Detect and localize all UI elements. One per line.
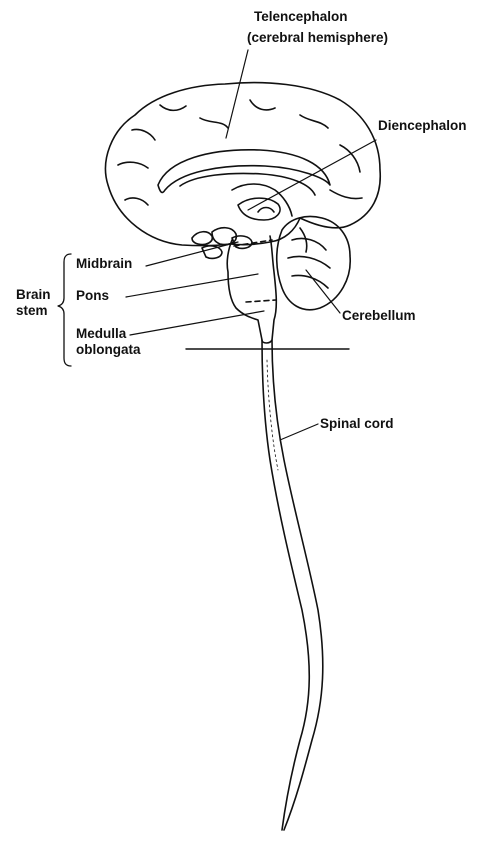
leader-telencephalon (226, 50, 248, 138)
leader-spinal-cord (280, 424, 318, 440)
sulcus-1 (132, 129, 155, 140)
brain-stem-outline (227, 236, 276, 343)
midbrain-structure-3 (202, 246, 222, 258)
label-stem: stem (16, 303, 48, 319)
label-spinal-cord: Spinal cord (320, 416, 394, 432)
cerebellum-outline (277, 217, 350, 310)
cerebral-hemisphere-outline (106, 83, 381, 246)
midbrain-structure-2 (212, 228, 236, 245)
brain-stem-bracket (58, 254, 71, 366)
thalamus (238, 198, 280, 220)
label-medulla: Medulla (76, 326, 126, 342)
leader-medulla (130, 311, 264, 335)
sulcus-4 (200, 118, 228, 128)
sulcus-6 (300, 115, 328, 128)
corpus-callosum (158, 150, 330, 193)
label-pons: Pons (76, 288, 109, 304)
pons-medulla-boundary (246, 300, 276, 302)
cerebellum-folia-4 (300, 228, 307, 252)
label-oblongata: oblongata (76, 342, 141, 358)
cerebellum-folia-3 (292, 276, 328, 289)
sulcus-9 (125, 198, 148, 205)
cerebellum-folia-1 (292, 238, 326, 250)
label-midbrain: Midbrain (76, 256, 132, 272)
thalamus-detail (258, 208, 274, 213)
label-diencephalon: Diencephalon (378, 118, 467, 134)
label-telencephalon: Telencephalon (254, 9, 348, 25)
sulcus-3 (160, 105, 186, 110)
leader-pons (126, 274, 258, 297)
label-brain: Brain (16, 287, 51, 303)
sulcus-5 (250, 100, 275, 110)
sulcus-8 (330, 190, 362, 199)
midbrain-structure-1 (192, 232, 212, 245)
label-cerebellum: Cerebellum (342, 308, 416, 324)
cerebellum-folia-2 (288, 256, 330, 268)
spinal-cord-left-edge (262, 340, 309, 830)
sulcus-2 (118, 162, 148, 168)
spinal-cord-right-edge (272, 340, 323, 830)
label-cerebral-hemisphere: (cerebral hemisphere) (247, 30, 388, 46)
